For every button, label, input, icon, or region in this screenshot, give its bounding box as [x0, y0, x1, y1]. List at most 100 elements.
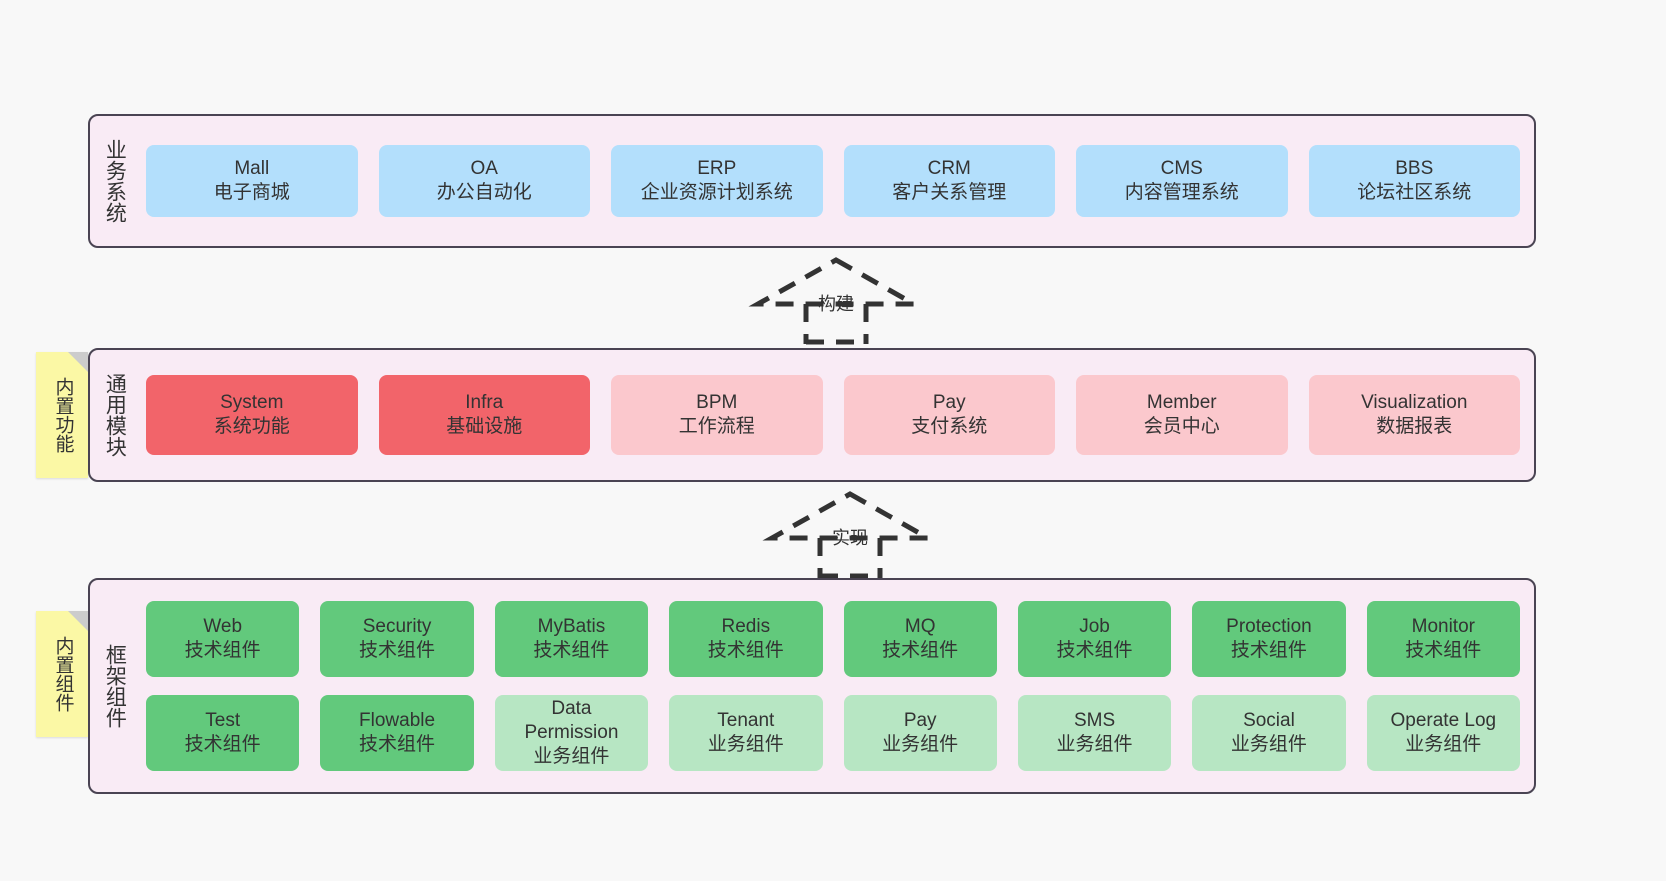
card-bbs-subtitle: 论坛社区系统	[1357, 182, 1472, 203]
card-mall-subtitle: 电子商城	[213, 182, 290, 203]
card-test-title: Test	[205, 709, 241, 731]
card-sms-title: SMS	[1073, 709, 1116, 731]
card-crm[interactable]: CRM 客户关系管理	[843, 145, 1055, 217]
layer-common-module: 通用模块 System 系统功能 Infra 基础设施 BPM 工作流程 Pay…	[88, 348, 1536, 482]
card-flowable-title: Flowable	[359, 709, 436, 731]
card-bbs[interactable]: BBS 论坛社区系统	[1308, 145, 1520, 217]
note-builtin-component: 内置组件	[36, 611, 88, 737]
card-mall-title: Mall	[234, 157, 270, 179]
card-protection[interactable]: Protection 技术组件	[1192, 601, 1346, 677]
card-pay-biz[interactable]: Pay 业务组件	[843, 695, 997, 771]
card-mybatis-subtitle: 技术组件	[533, 640, 610, 661]
card-data-permission-title: Data Permission	[524, 697, 619, 743]
card-system[interactable]: System 系统功能	[146, 375, 358, 455]
card-member-title: Member	[1146, 391, 1217, 413]
card-pay[interactable]: Pay 支付系统	[843, 375, 1055, 455]
note-builtin-component-label: 内置组件	[52, 636, 74, 712]
card-cms-title: CMS	[1160, 157, 1203, 179]
card-test-subtitle: 技术组件	[184, 734, 261, 755]
card-tenant-title: Tenant	[717, 709, 775, 731]
card-operate-log[interactable]: Operate Log 业务组件	[1366, 695, 1520, 771]
card-web-title: Web	[203, 615, 243, 637]
card-mybatis[interactable]: MyBatis 技术组件	[494, 601, 649, 677]
arrow-build-label: 构建	[818, 294, 854, 314]
card-protection-subtitle: 技术组件	[1230, 640, 1307, 661]
card-web[interactable]: Web 技术组件	[146, 601, 300, 677]
card-pay-biz-subtitle: 业务组件	[882, 734, 959, 755]
card-data-permission-subtitle: 业务组件	[533, 746, 610, 768]
card-erp-subtitle: 企业资源计划系统	[640, 182, 793, 203]
arrow-implement-label: 实现	[832, 528, 868, 548]
note-builtin-function: 内置功能	[36, 352, 88, 478]
layer-framework-component: 框架组件 Web 技术组件 Security 技术组件 MyBatis 技术组件…	[88, 578, 1536, 794]
card-visualization-subtitle: 数据报表	[1376, 416, 1453, 437]
card-job[interactable]: Job 技术组件	[1017, 601, 1172, 677]
arrow-implement-shaft-icon	[817, 538, 883, 578]
card-crm-subtitle: 客户关系管理	[892, 182, 1007, 203]
card-redis[interactable]: Redis 技术组件	[669, 601, 823, 677]
card-job-title: Job	[1079, 615, 1110, 637]
card-oa[interactable]: OA 办公自动化	[378, 145, 590, 217]
card-security[interactable]: Security 技术组件	[320, 601, 474, 677]
card-social[interactable]: Social 业务组件	[1192, 695, 1346, 771]
card-security-title: Security	[362, 615, 432, 637]
card-visualization[interactable]: Visualization 数据报表	[1308, 375, 1520, 455]
card-bbs-title: BBS	[1395, 157, 1434, 179]
layer-business-system: 业务系统 Mall 电子商城 OA 办公自动化 ERP 企业资源计划系统 CRM…	[88, 114, 1536, 248]
card-member[interactable]: Member 会员中心	[1076, 375, 1288, 455]
note-fold-corner-icon	[68, 611, 88, 631]
card-crm-title: CRM	[927, 157, 971, 179]
card-security-subtitle: 技术组件	[359, 640, 436, 661]
card-member-subtitle: 会员中心	[1143, 416, 1220, 437]
card-cms[interactable]: CMS 内容管理系统	[1076, 145, 1288, 217]
arrow-implement: 实现	[762, 491, 938, 579]
card-mq[interactable]: MQ 技术组件	[843, 601, 997, 677]
card-infra-title: Infra	[465, 391, 504, 413]
card-system-subtitle: 系统功能	[213, 416, 290, 437]
card-mybatis-title: MyBatis	[537, 615, 606, 637]
card-data-permission[interactable]: Data Permission 业务组件	[494, 695, 649, 771]
layer-common-module-body: System 系统功能 Infra 基础设施 BPM 工作流程 Pay 支付系统…	[138, 350, 1534, 480]
layer-business-system-title: 业务系统	[103, 139, 127, 223]
card-oa-subtitle: 办公自动化	[436, 182, 532, 203]
card-mall[interactable]: Mall 电子商城	[146, 145, 358, 217]
card-infra[interactable]: Infra 基础设施	[378, 375, 590, 455]
card-cms-subtitle: 内容管理系统	[1124, 182, 1239, 203]
card-tenant[interactable]: Tenant 业务组件	[669, 695, 823, 771]
layer-business-system-body: Mall 电子商城 OA 办公自动化 ERP 企业资源计划系统 CRM 客户关系…	[138, 116, 1534, 246]
card-erp-title: ERP	[697, 157, 737, 179]
card-social-subtitle: 业务组件	[1230, 734, 1307, 755]
note-builtin-function-label: 内置功能	[52, 377, 74, 453]
layer-framework-component-body: Web 技术组件 Security 技术组件 MyBatis 技术组件 Redi…	[138, 580, 1534, 792]
card-web-subtitle: 技术组件	[184, 640, 261, 661]
card-mq-subtitle: 技术组件	[882, 640, 959, 661]
card-erp[interactable]: ERP 企业资源计划系统	[611, 145, 823, 217]
card-bpm-title: BPM	[696, 391, 738, 413]
layer-common-module-row: System 系统功能 Infra 基础设施 BPM 工作流程 Pay 支付系统…	[146, 375, 1520, 455]
card-sms-subtitle: 业务组件	[1056, 734, 1133, 755]
card-social-title: Social	[1243, 709, 1295, 731]
card-test[interactable]: Test 技术组件	[146, 695, 300, 771]
card-bpm-subtitle: 工作流程	[678, 416, 755, 437]
layer-business-system-row: Mall 电子商城 OA 办公自动化 ERP 企业资源计划系统 CRM 客户关系…	[146, 145, 1520, 217]
card-infra-subtitle: 基础设施	[446, 416, 523, 437]
arrow-build: 构建	[748, 257, 924, 345]
card-monitor[interactable]: Monitor 技术组件	[1366, 601, 1520, 677]
layer-common-module-title: 通用模块	[103, 373, 127, 457]
card-flowable[interactable]: Flowable 技术组件	[320, 695, 474, 771]
card-flowable-subtitle: 技术组件	[359, 734, 436, 755]
card-bpm[interactable]: BPM 工作流程	[611, 375, 823, 455]
note-fold-corner-icon	[68, 352, 88, 372]
card-monitor-title: Monitor	[1411, 615, 1475, 637]
card-operate-log-title: Operate Log	[1390, 709, 1497, 731]
arrow-build-shaft-icon	[803, 304, 869, 344]
card-visualization-title: Visualization	[1361, 391, 1468, 413]
card-redis-title: Redis	[721, 615, 771, 637]
card-job-subtitle: 技术组件	[1056, 640, 1133, 661]
card-monitor-subtitle: 技术组件	[1405, 640, 1482, 661]
card-system-title: System	[220, 391, 284, 413]
card-sms[interactable]: SMS 业务组件	[1017, 695, 1172, 771]
layer-framework-component-row-biz: Test 技术组件 Flowable 技术组件 Data Permission …	[146, 695, 1520, 771]
card-redis-subtitle: 技术组件	[707, 640, 784, 661]
